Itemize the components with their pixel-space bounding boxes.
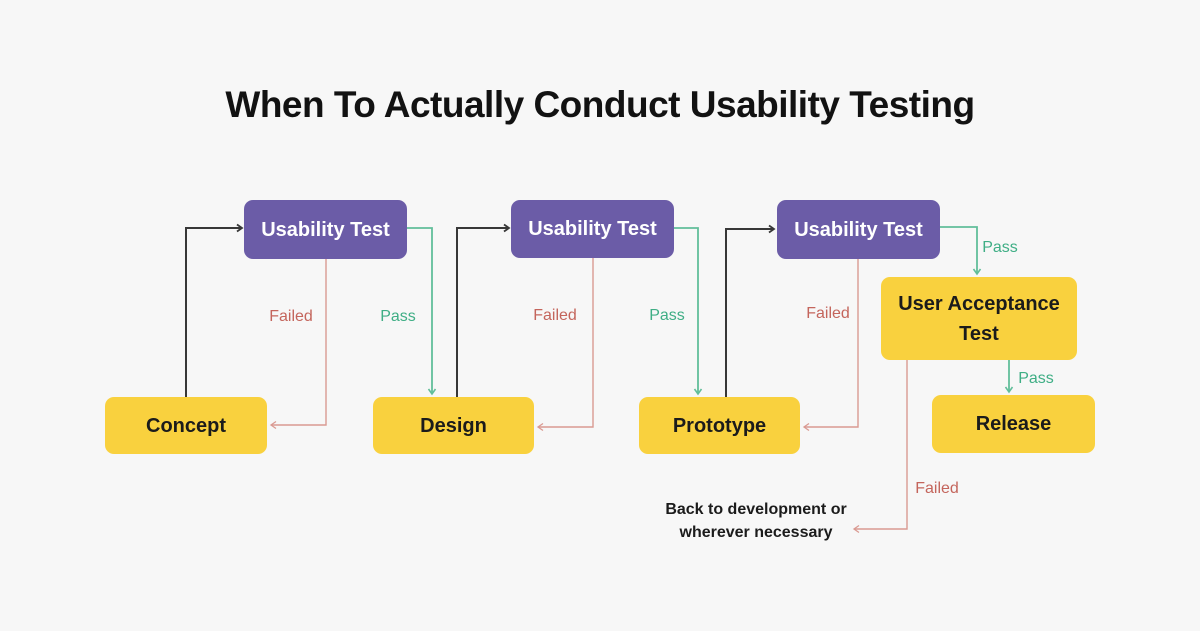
edge-label-failed-1: Failed (269, 308, 313, 325)
node-usability-test-2: Usability Test (511, 200, 674, 258)
edge-label-pass-4: Pass (1018, 370, 1054, 387)
node-release: Release (932, 395, 1095, 453)
node-design: Design (373, 397, 534, 454)
edge-uat-failed-to-development (852, 360, 908, 534)
edge-concept-to-usability-test-1 (185, 223, 244, 397)
node-usability-test-1: Usability Test (244, 200, 407, 259)
page-title: When To Actually Conduct Usability Testi… (225, 84, 975, 125)
back-to-development-note: Back to development or wherever necessar… (665, 501, 847, 541)
node-concept: Concept (105, 397, 267, 454)
edge-label-failed-4: Failed (915, 480, 959, 497)
edge-label-pass-2: Pass (649, 307, 685, 324)
node-prototype: Prototype (639, 397, 800, 454)
edge-usability-test-2-pass-to-prototype (674, 227, 703, 396)
edge-usability-test-1-failed-to-concept (269, 259, 327, 430)
edge-usability-test-3-failed-to-prototype (802, 258, 859, 432)
edge-design-to-usability-test-2 (456, 223, 511, 397)
edge-usability-test-2-failed-to-design (536, 258, 594, 432)
node-usability-test-3: Usability Test (777, 200, 940, 259)
node-user-acceptance-test: User Acceptance Test (881, 277, 1077, 360)
edge-usability-test-3-pass-to-uat (940, 226, 982, 276)
edge-label-failed-3: Failed (806, 305, 850, 322)
edge-label-failed-2: Failed (533, 307, 577, 324)
edge-label-pass-3: Pass (982, 239, 1018, 256)
edge-prototype-to-usability-test-3 (725, 224, 776, 397)
edge-label-pass-1: Pass (380, 308, 416, 325)
edge-usability-test-1-pass-to-design (407, 227, 437, 396)
